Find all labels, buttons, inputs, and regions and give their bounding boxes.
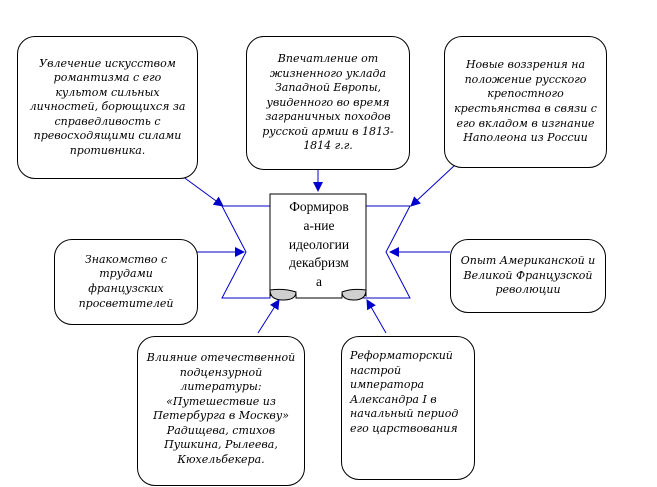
box-literature: Влияние отечественной подцензурной литер… [137,336,305,486]
banner-outline [221,205,411,299]
box-west-europe: Впечатление от жизненного уклада Западно… [246,36,410,170]
arrow-literature [257,299,280,334]
box-enlighteners: Знакомство с трудами французских просвет… [54,239,198,325]
box-revolutions: Опыт Американской и Великой Французской … [450,239,606,313]
scroll-shape [269,193,367,301]
arrow-romanticism [181,175,224,207]
center-title: Формиров а-ние идеологии декабризм а [288,198,350,290]
box-peasantry: Новые воззрения на положение русского кр… [444,36,607,168]
box-alexander: Реформаторский настрой императора Алекса… [341,336,475,480]
arrow-peasantry [410,164,456,207]
arrow-alexander [366,299,387,334]
box-romanticism: Увлечение искусством романтизма с его ку… [17,36,198,179]
